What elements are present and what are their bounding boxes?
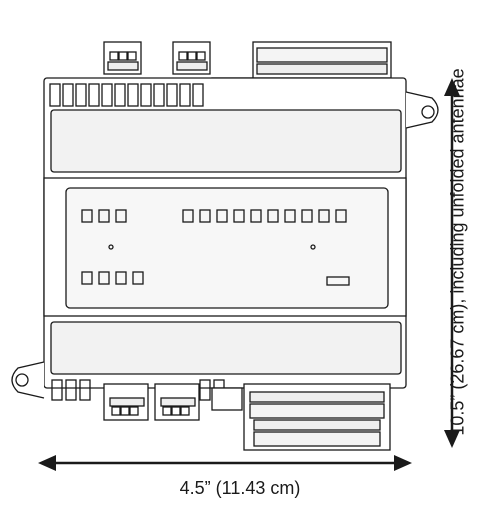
- bottom-middle-terminal-block: [154, 383, 200, 421]
- top-middle-terminal-block: [172, 41, 211, 75]
- top-left-terminal-block: [103, 41, 142, 75]
- led-group-top-left: [81, 209, 127, 223]
- height-dimension-arrow: [444, 78, 460, 448]
- top-vent-slots: [49, 83, 204, 107]
- led-group-top-right: [182, 209, 347, 223]
- status-slot: [326, 276, 350, 286]
- led-group-bottom-left: [81, 271, 144, 285]
- width-dimension-arrow: [38, 455, 412, 471]
- right-mounting-tab: [405, 91, 439, 129]
- width-dimension-label: 4.5” (11.43 cm): [179, 478, 301, 498]
- bottom-right-terminal-block: [243, 383, 391, 451]
- bottom-latch: [211, 387, 243, 411]
- upper-cover-panel: [50, 109, 402, 173]
- left-mounting-tab: [11, 361, 45, 399]
- height-dimension-label: 10.5” (26.67 cm), including unfolded ant…: [447, 68, 468, 436]
- indicator-dot-right: [310, 244, 316, 250]
- lower-cover-panel: [50, 321, 402, 375]
- indicator-dot-left: [108, 244, 114, 250]
- indicator-panel: [65, 187, 389, 309]
- bottom-left-terminal-block: [103, 383, 149, 421]
